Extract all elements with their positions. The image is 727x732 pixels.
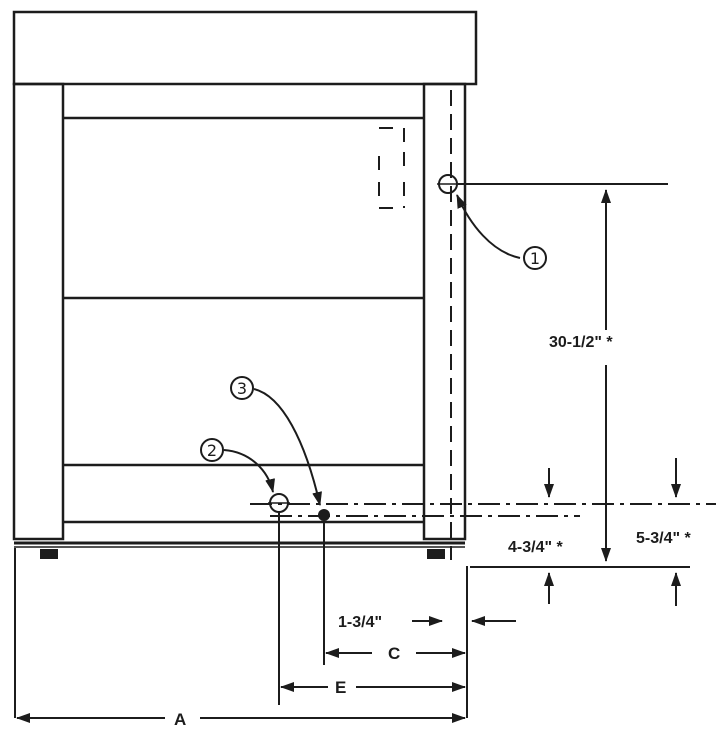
dimension-5-3-4-label: 5-3/4" * [636, 530, 692, 547]
callout-2-bubble [200, 438, 224, 462]
dimension-e: E [280, 678, 466, 697]
feet [40, 549, 445, 559]
dimension-4-3-4-label: 4-3/4" * [508, 539, 564, 556]
callout-2-number: 2 [207, 441, 217, 460]
right-foot [427, 549, 445, 559]
connection-points [268, 174, 459, 521]
left-leg [12, 82, 65, 541]
dimension-c-label: C [388, 644, 400, 663]
dimension-a: A [16, 710, 466, 729]
callout-3-number: 3 [237, 379, 247, 398]
callout-3-leader [253, 388, 322, 506]
dimension-30-1-2-label: 30-1/2" * [549, 334, 613, 351]
left-foot [40, 549, 58, 559]
dimension-c: C [325, 644, 466, 663]
callout-1-number: 1 [530, 249, 540, 268]
callout-3-bubble [230, 376, 254, 400]
callout-1-leader [456, 194, 521, 259]
callout-2: 2 [200, 438, 275, 493]
callout-1: 1 [456, 194, 547, 270]
dimension-4-3-4: 4-3/4" * [508, 468, 564, 604]
dimension-e-label: E [335, 678, 346, 697]
callout-3: 3 [230, 376, 322, 506]
dimension-1-3-4-label: 1-3/4" [338, 614, 382, 631]
hidden-component-outline [378, 127, 405, 209]
cabinet-frame [12, 10, 478, 548]
connection-3-symbol [318, 509, 330, 521]
top-panel [12, 10, 478, 86]
dimension-1-3-4: 1-3/4" [338, 614, 516, 631]
dimension-30-1-2: 30-1/2" * [549, 189, 613, 562]
dimension-a-label: A [174, 710, 186, 729]
right-leg [422, 82, 467, 541]
dimension-5-3-4: 5-3/4" * [636, 458, 692, 606]
callout-1-bubble [523, 246, 547, 270]
callout-2-leader [223, 449, 275, 493]
